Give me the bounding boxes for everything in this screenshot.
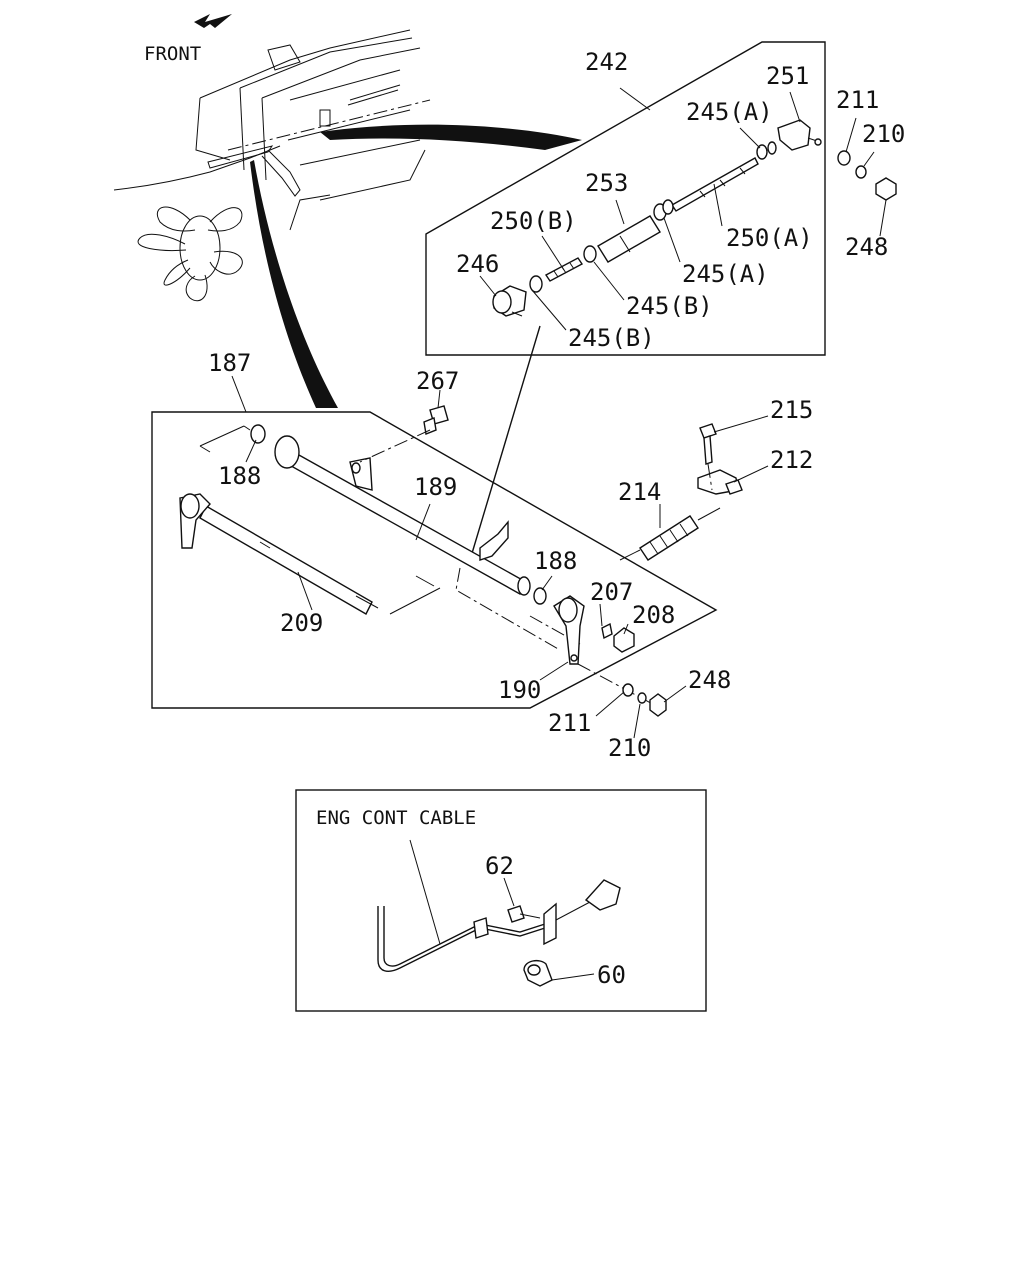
callout-248-top: 248 [845, 233, 888, 261]
callout-250b: 250(B) [490, 207, 577, 235]
callout-187: 187 [208, 349, 251, 377]
section-label: ENG CONT CABLE [316, 807, 476, 829]
callout-212: 212 [770, 446, 813, 474]
callout-209: 209 [280, 609, 323, 637]
engine-illustration [113, 29, 582, 408]
callout-62: 62 [485, 852, 514, 880]
callout-248-bottom: 248 [688, 666, 731, 694]
callouts: 242 251 211 210 248 245(A) 253 250(B) 25… [208, 48, 905, 989]
callout-190: 190 [498, 676, 541, 704]
callout-210-bottom: 210 [608, 734, 651, 762]
callout-208: 208 [632, 601, 675, 629]
callout-246: 246 [456, 250, 499, 278]
front-label: FRONT [144, 43, 201, 65]
cable-assembly [377, 839, 621, 987]
callout-211-bottom: 211 [548, 709, 591, 737]
front-arrow-icon [194, 14, 232, 28]
callout-253: 253 [585, 169, 628, 197]
callout-210-top: 210 [862, 120, 905, 148]
callout-189: 189 [414, 473, 457, 501]
spring-bracket-assembly [619, 423, 743, 561]
callout-245a-2: 245(A) [682, 260, 769, 288]
callout-267: 267 [416, 367, 459, 395]
callout-207: 207 [590, 578, 633, 606]
callout-251: 251 [766, 62, 809, 90]
callout-188-right: 188 [534, 547, 577, 575]
bottom-washers [622, 683, 667, 717]
detail-frame-187 [151, 411, 718, 709]
callout-242: 242 [585, 48, 628, 76]
top-washers [837, 150, 897, 201]
leader-lines [231, 87, 887, 739]
callout-250a: 250(A) [726, 224, 813, 252]
upper-parts [492, 119, 822, 317]
callout-245b-1: 245(B) [626, 292, 713, 320]
callout-214: 214 [618, 478, 661, 506]
callout-211-top: 211 [836, 86, 879, 114]
callout-245a-1: 245(A) [686, 98, 773, 126]
callout-188-left: 188 [218, 462, 261, 490]
callout-215: 215 [770, 396, 813, 424]
callout-245b-2: 245(B) [568, 324, 655, 352]
lower-parts [179, 424, 661, 709]
callout-60: 60 [597, 961, 626, 989]
detail-frame-242 [425, 41, 826, 356]
bolt-267 [359, 405, 449, 463]
eng-cont-cable-panel [295, 789, 707, 1012]
